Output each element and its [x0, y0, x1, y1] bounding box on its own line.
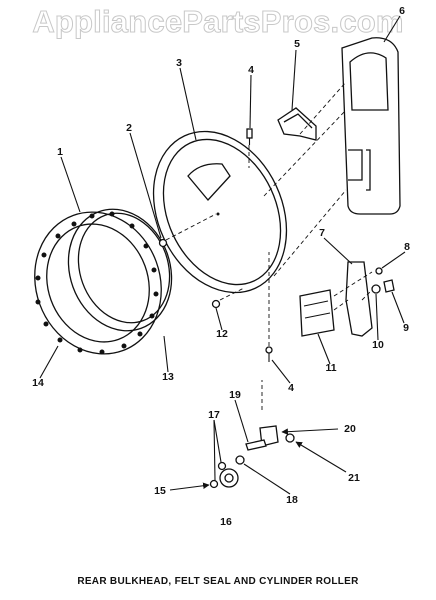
part-10-washer — [371, 284, 381, 294]
arrow-leaders — [169, 428, 347, 491]
callout-14: 14 — [32, 377, 44, 389]
part-6-rear-panel — [341, 37, 401, 215]
callout-11: 11 — [325, 362, 336, 374]
callout-10: 10 — [372, 339, 384, 351]
callout-labels: 1 2 3 4 5 6 7 8 9 10 11 12 4 13 14 15 16… — [32, 5, 410, 528]
part-19-shaft — [245, 439, 267, 451]
callout-21: 21 — [348, 472, 360, 484]
part-18-washer — [235, 455, 245, 465]
part-3-rear-bulkhead — [152, 130, 288, 294]
part-4-screw — [246, 128, 253, 145]
part-21-washer — [285, 433, 295, 443]
callout-13: 13 — [162, 371, 174, 383]
callout-18: 18 — [286, 494, 298, 506]
callout-19: 19 — [229, 389, 241, 401]
callout-15: 15 — [154, 485, 166, 497]
part-1-felt-seal — [67, 208, 173, 332]
callout-8: 8 — [404, 241, 410, 253]
callout-4-lower: 4 — [288, 382, 294, 394]
callout-3: 3 — [176, 57, 182, 69]
leader-lines — [39, 15, 406, 495]
callout-12: 12 — [216, 328, 228, 340]
part-8-nut — [375, 267, 383, 275]
part-16-roller-wheel — [219, 468, 239, 488]
part-17-washers — [209, 461, 227, 489]
part-7-roller-bracket — [345, 261, 373, 337]
callout-7: 7 — [319, 227, 325, 239]
callout-1: 1 — [57, 146, 63, 158]
part-4-screw-lower — [265, 346, 273, 362]
diagram-caption: REAR BULKHEAD, FELT SEAL AND CYLINDER RO… — [77, 576, 359, 587]
callout-2: 2 — [126, 122, 132, 134]
watermark: AppliancePartsPros.com — [32, 4, 404, 40]
callout-5: 5 — [294, 38, 300, 50]
callout-20: 20 — [344, 423, 356, 435]
part-5-bracket — [277, 107, 317, 141]
callout-6: 6 — [399, 5, 405, 17]
part-9-clip — [383, 279, 395, 293]
part-11-roller-assembly — [299, 289, 335, 337]
part-12-screw — [211, 299, 221, 309]
callout-17: 17 — [208, 409, 220, 421]
part-2-screw — [158, 238, 168, 248]
callout-9: 9 — [403, 322, 409, 334]
callout-4: 4 — [248, 64, 254, 76]
callout-16: 16 — [220, 516, 232, 528]
assembly-lines — [165, 81, 373, 410]
